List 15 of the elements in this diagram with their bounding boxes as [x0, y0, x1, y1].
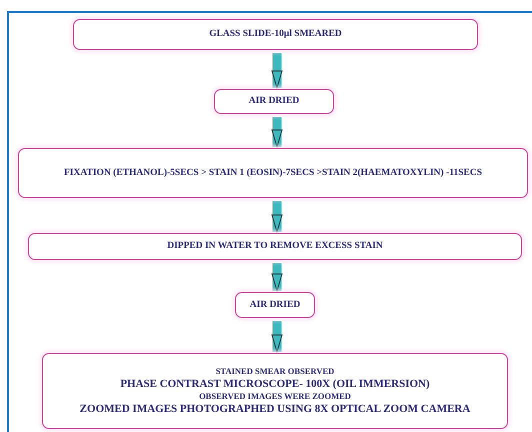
step-text: AIR DRIED — [248, 95, 300, 108]
process-box — [235, 292, 315, 318]
process-box — [214, 89, 334, 114]
step-text: OBSERVED IMAGES WERE ZOOMED — [199, 391, 351, 402]
process-box — [18, 148, 528, 198]
step-text: ZOOMED IMAGES PHOTOGRAPHED USING 8X OPTICAL ZOOM CAMERA — [80, 402, 470, 416]
step-text: AIR DRIED — [250, 298, 300, 312]
process-box — [28, 233, 522, 260]
step-text: FIXATION (ETHANOL)-5SECS > STAIN 1 (EOSIN)-7SECS >STAIN 2(HAEMATOXYLIN) -11SECS — [64, 166, 482, 180]
step-text: DIPPED IN WATER TO REMOVE EXCESS STAIN — [167, 240, 383, 253]
process-box — [73, 19, 478, 50]
step-text: STAINED SMEAR OBSERVED — [216, 366, 334, 377]
step-text: GLASS SLIDE-10μl SMEARED — [209, 28, 342, 41]
step-text: PHASE CONTRAST MICROSCOPE- 100X (OIL IMMERSION) — [120, 376, 430, 391]
process-box — [42, 353, 508, 429]
